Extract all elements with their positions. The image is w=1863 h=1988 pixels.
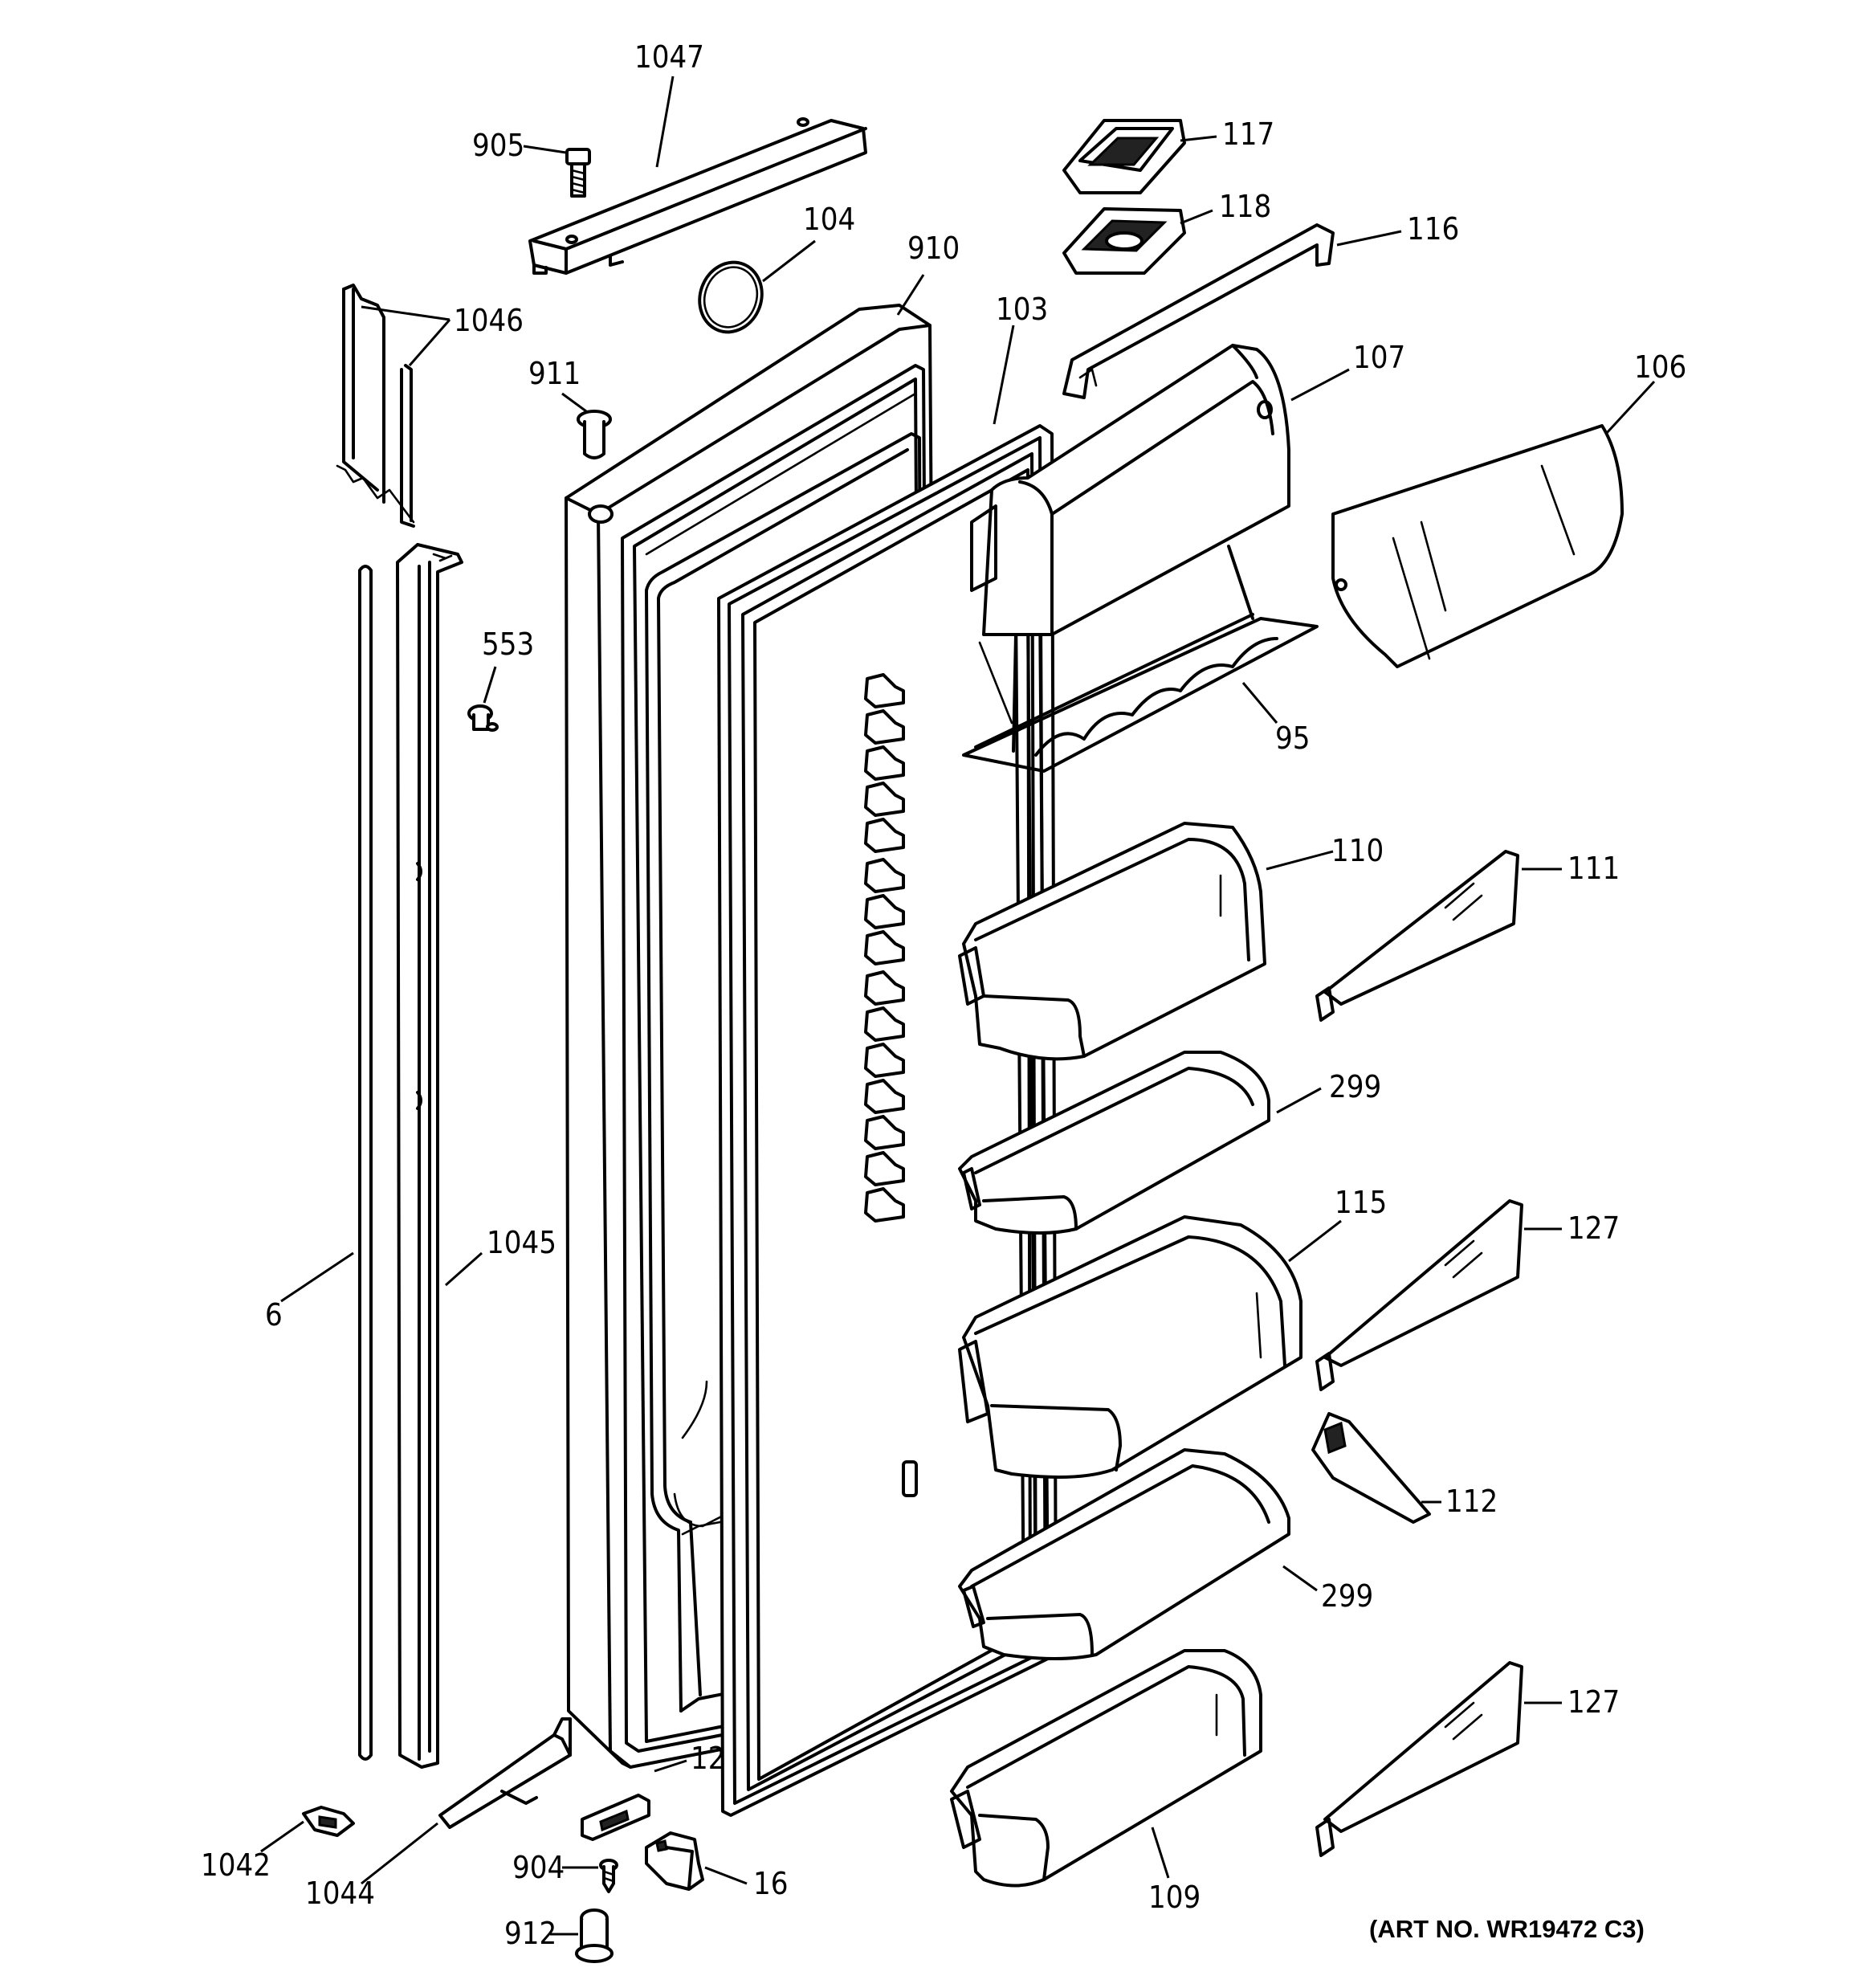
door-shelf-clips bbox=[864, 673, 918, 1497]
callout-110: 110 bbox=[1331, 833, 1384, 868]
callout-299-lower: 299 bbox=[1321, 1578, 1373, 1614]
part-112-bracket bbox=[1311, 1412, 1431, 1524]
callout-104: 104 bbox=[803, 202, 855, 237]
leader-lines bbox=[260, 76, 1656, 1936]
part-905-screw bbox=[565, 148, 591, 198]
callout-107: 107 bbox=[1353, 340, 1405, 375]
part-118-cap bbox=[1062, 207, 1186, 275]
callout-115: 115 bbox=[1335, 1185, 1387, 1220]
part-109-bin bbox=[950, 1649, 1262, 1888]
part-95-wire-rack bbox=[962, 545, 1319, 773]
callout-299-upper: 299 bbox=[1329, 1069, 1381, 1104]
part-553-screw bbox=[467, 704, 499, 732]
callout-1045: 1045 bbox=[487, 1225, 556, 1260]
part-111-cover bbox=[1315, 850, 1519, 1022]
callout-1046: 1046 bbox=[454, 303, 524, 338]
part-1045-rail bbox=[396, 543, 463, 1769]
callout-12: 12 bbox=[691, 1741, 726, 1776]
part-106-cover bbox=[1331, 424, 1624, 668]
part-12-hinge-plate bbox=[581, 1794, 650, 1841]
callout-911: 911 bbox=[528, 356, 581, 391]
part-911-plug bbox=[577, 410, 612, 459]
callout-1044: 1044 bbox=[305, 1876, 375, 1911]
callout-910: 910 bbox=[907, 231, 960, 266]
callout-116: 116 bbox=[1407, 211, 1459, 247]
callout-112: 112 bbox=[1445, 1484, 1498, 1519]
callout-118: 118 bbox=[1219, 189, 1271, 224]
part-1042-clip bbox=[302, 1806, 355, 1837]
part-110-bin bbox=[958, 822, 1266, 1061]
part-1044-hinge-bar bbox=[438, 1717, 572, 1829]
callout-109: 109 bbox=[1148, 1880, 1201, 1915]
callout-127-lower: 127 bbox=[1567, 1684, 1620, 1720]
callout-103: 103 bbox=[996, 292, 1048, 327]
callout-912: 912 bbox=[504, 1916, 556, 1951]
part-104-ring bbox=[698, 260, 764, 334]
part-127-cover-lower bbox=[1315, 1661, 1523, 1857]
callout-905: 905 bbox=[472, 128, 524, 163]
callout-16: 16 bbox=[753, 1866, 789, 1901]
part-1046-brackets bbox=[336, 284, 415, 528]
callout-904: 904 bbox=[512, 1850, 565, 1885]
callout-111: 111 bbox=[1567, 851, 1620, 886]
callout-1047: 1047 bbox=[634, 39, 704, 75]
callout-106: 106 bbox=[1634, 349, 1686, 385]
art-number: (ART NO. WR19472 C3) bbox=[1369, 1915, 1645, 1943]
callout-553: 553 bbox=[482, 627, 534, 662]
part-117-cap bbox=[1062, 119, 1186, 194]
part-107-bin bbox=[970, 344, 1290, 636]
part-16-bracket bbox=[645, 1831, 704, 1891]
callout-6: 6 bbox=[265, 1297, 283, 1333]
callout-127-upper: 127 bbox=[1567, 1210, 1620, 1246]
callout-1042: 1042 bbox=[201, 1847, 271, 1883]
part-904-screw bbox=[599, 1859, 618, 1893]
callout-117: 117 bbox=[1222, 116, 1274, 152]
part-116-bar bbox=[1062, 223, 1335, 399]
part-299-bin-upper bbox=[958, 1051, 1270, 1235]
part-912-plug bbox=[575, 1908, 614, 1963]
callout-labels: 1047 905 104 910 103 117 118 116 1046 91… bbox=[201, 39, 1686, 1951]
callout-95: 95 bbox=[1275, 720, 1311, 756]
part-115-bin bbox=[958, 1215, 1302, 1479]
part-127-cover-upper bbox=[1315, 1199, 1523, 1391]
part-1047-top-cap bbox=[528, 117, 867, 275]
part-6-rod bbox=[358, 565, 373, 1761]
part-299-bin-lower bbox=[958, 1448, 1290, 1660]
